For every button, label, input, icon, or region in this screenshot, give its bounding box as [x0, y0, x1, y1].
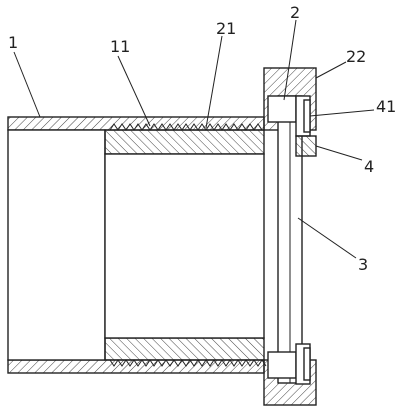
label-11: 11 [110, 37, 130, 56]
label-41: 41 [376, 97, 396, 116]
thread-teeth-top [109, 123, 263, 131]
label-4: 4 [364, 157, 374, 176]
pipe-top-wall [7, 116, 265, 131]
bottom-bolt-head [267, 351, 297, 379]
seal-ring-top [295, 135, 317, 157]
leader-3 [297, 217, 357, 259]
leader-4 [315, 145, 363, 161]
top-cap-inner [303, 99, 311, 133]
label-21: 21 [216, 19, 236, 38]
top-bolt-head [267, 95, 297, 123]
label-1: 1 [8, 33, 18, 52]
leader-2 [283, 19, 297, 101]
leader-21 [205, 35, 223, 129]
threaded-sleeve-bottom [104, 337, 265, 361]
inner-bore [104, 153, 265, 339]
label-3: 3 [358, 255, 368, 274]
label-22: 22 [346, 47, 366, 66]
label-2: 2 [290, 3, 300, 22]
pipe-left-end [7, 129, 106, 361]
pipe-bottom-wall [7, 359, 265, 374]
threaded-sleeve-top [104, 129, 265, 155]
leader-41 [309, 109, 375, 117]
leader-1 [13, 51, 41, 118]
bottom-cap-inner [303, 347, 311, 381]
thread-teeth-bottom [109, 359, 267, 367]
leader-22 [315, 61, 347, 79]
leader-11 [117, 55, 151, 127]
